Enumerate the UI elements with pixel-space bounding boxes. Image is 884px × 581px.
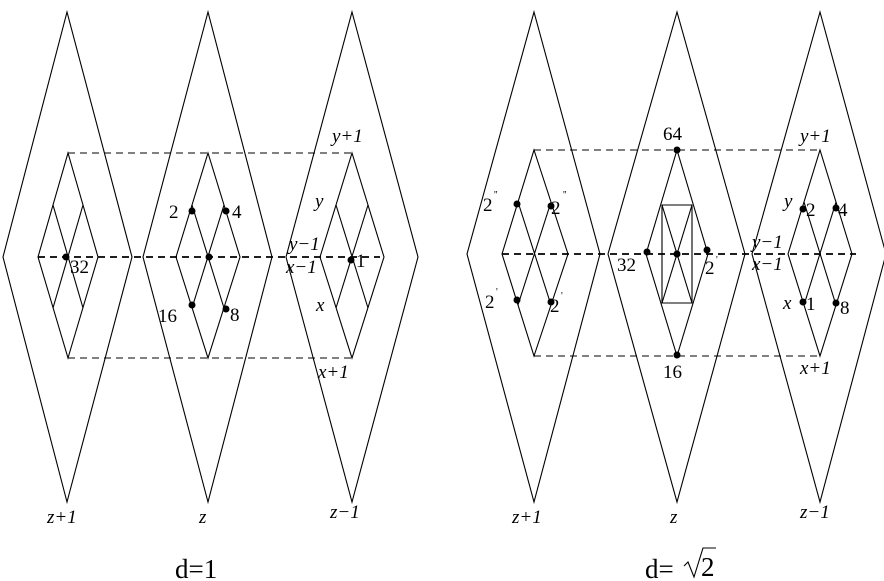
rhombus-z-r xyxy=(607,9,746,505)
label-4-r: 4 xyxy=(838,200,848,221)
caption-dsqrt2: d= xyxy=(645,554,674,581)
label-32-r: 32 xyxy=(617,255,636,276)
node-32-r xyxy=(643,248,651,256)
label-64: 64 xyxy=(663,124,683,145)
sup-2-ul: '' xyxy=(494,190,498,201)
label-z-r: z xyxy=(669,507,678,528)
node-32 xyxy=(62,253,70,261)
label-32: 32 xyxy=(70,257,89,278)
inner-lattice-left-r xyxy=(501,148,569,358)
node-1-r xyxy=(799,298,807,306)
label-z-minus-1-r: z−1 xyxy=(799,502,830,523)
label-z-plus-1-r: z+1 xyxy=(511,507,542,528)
radical-sign xyxy=(683,547,716,579)
node-center xyxy=(205,253,213,261)
node-center-r xyxy=(673,250,681,258)
rhombus-z-plus-1-r xyxy=(466,9,601,505)
label-16-r: 16 xyxy=(663,362,682,383)
label-2-right: 2 xyxy=(806,200,816,221)
label-4: 4 xyxy=(232,202,242,223)
node-1 xyxy=(347,256,355,264)
node-4-r xyxy=(832,204,840,212)
label-2-mid: 2 xyxy=(705,258,715,279)
node-2 xyxy=(188,207,196,215)
label-y-r: y xyxy=(782,191,793,212)
node-64 xyxy=(673,146,681,154)
inner-lattice-right-r xyxy=(787,148,853,358)
label-1: 1 xyxy=(356,251,366,272)
inner-lattice-right xyxy=(319,151,385,360)
sup-2-mid: ' xyxy=(716,255,718,266)
rhombus-z-plus-1 xyxy=(2,9,133,505)
label-x-minus-1: x−1 xyxy=(285,257,317,278)
label-2-lr: 2 xyxy=(550,296,560,317)
label-2-ul: 2 xyxy=(483,195,493,216)
label-y-plus-1: y+1 xyxy=(330,126,363,147)
caption-radicand: 2 xyxy=(701,552,715,581)
label-x-plus-1: x+1 xyxy=(317,362,349,383)
label-z-plus-1: z+1 xyxy=(46,507,77,528)
node-8-r xyxy=(832,299,840,307)
label-z: z xyxy=(198,507,207,528)
label-2-ur: 2 xyxy=(551,198,561,219)
label-2: 2 xyxy=(169,202,179,223)
sup-2-ur: '' xyxy=(563,190,567,201)
label-y-plus-1-r: y+1 xyxy=(798,126,831,147)
label-2-ll: 2 xyxy=(485,292,495,313)
node-2-right xyxy=(799,205,807,213)
panel-d1: 32 2 4 16 8 1 y+1 y y−1 x−1 x x+1 z+1 z … xyxy=(2,9,419,581)
caption-d1: d=1 xyxy=(175,554,217,581)
node-16 xyxy=(188,301,196,309)
label-x-plus-1-r: x+1 xyxy=(799,358,831,379)
label-x-minus-1-r: x−1 xyxy=(751,254,783,275)
node-2-lr xyxy=(547,298,555,306)
label-8: 8 xyxy=(230,305,240,326)
rhombus-z xyxy=(142,9,273,505)
label-y-minus-1: y−1 xyxy=(287,234,320,255)
label-x: x xyxy=(315,295,325,316)
node-16-r xyxy=(673,351,681,359)
sup-2-ll: ' xyxy=(496,287,498,298)
rhombus-z-minus-1-r xyxy=(751,9,884,505)
node-2-ll xyxy=(513,296,521,304)
sup-2-lr: ' xyxy=(561,291,563,302)
node-2-ur xyxy=(547,202,555,210)
rhombus-z-minus-1 xyxy=(285,9,419,505)
label-16: 16 xyxy=(158,306,177,327)
node-4 xyxy=(222,207,230,215)
label-1-r: 1 xyxy=(806,294,816,315)
label-x-r: x xyxy=(782,293,792,314)
node-2-ul xyxy=(513,200,521,208)
label-8-r: 8 xyxy=(840,298,850,319)
label-z-minus-1: z−1 xyxy=(329,502,360,523)
node-2-mid xyxy=(703,246,711,254)
node-8 xyxy=(222,305,230,313)
label-y: y xyxy=(313,191,324,212)
label-y-minus-1-r: y−1 xyxy=(750,232,783,253)
panel-dsqrt2: 64 2 '' 2 '' 2 ' 2 ' 32 2 ' 16 2 4 1 8 y… xyxy=(466,9,884,581)
